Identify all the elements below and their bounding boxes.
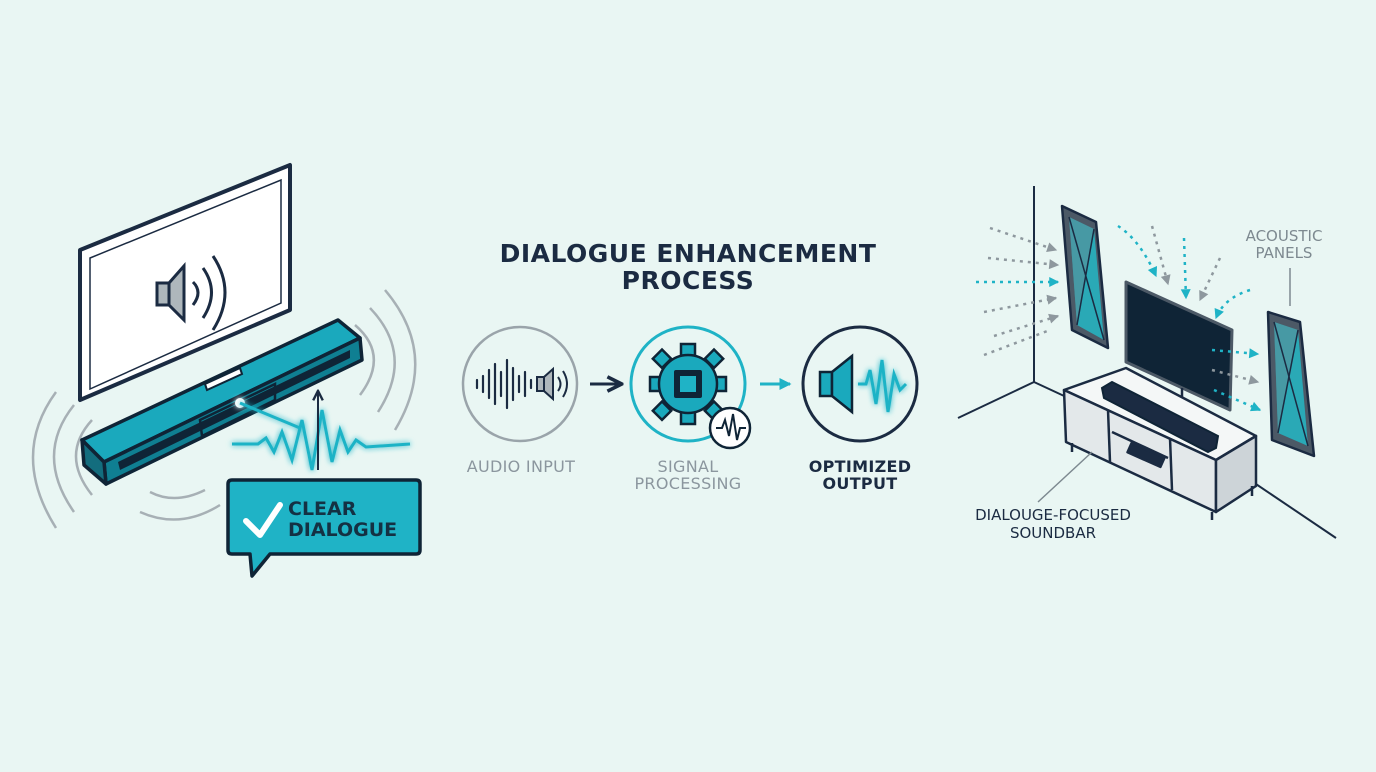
speaker-icon — [155, 255, 227, 331]
step-label-signal-processing: SIGNAL PROCESSING — [634, 457, 742, 494]
sound-waves-right — [354, 289, 417, 431]
dialogue-waveform — [232, 401, 411, 471]
sound-arrows — [976, 224, 1262, 412]
gear-chip-icon — [648, 342, 728, 426]
check-icon — [243, 502, 283, 538]
soundbar — [80, 318, 364, 486]
clear-dialogue-callout — [226, 478, 422, 578]
speaker-wave-icon — [818, 353, 908, 415]
audio-input-node — [461, 325, 579, 443]
room-illustration — [957, 186, 1337, 539]
signal-processing-node — [629, 325, 752, 450]
step-label-optimized-output: OPTIMIZED OUTPUT — [808, 457, 912, 494]
process-flow — [461, 325, 919, 450]
diagram-title: DIALOGUE ENHANCEMENT PROCESS — [499, 239, 877, 295]
mini-waveform-icon — [708, 406, 752, 450]
acoustic-panel-right — [1266, 310, 1316, 458]
soundbar-label: DIALOUGE-FOCUSED SOUNDBAR — [975, 506, 1131, 542]
step-label-audio-input: AUDIO INPUT — [466, 457, 576, 476]
waveform-speaker-icon — [475, 358, 533, 410]
acoustic-panels-label: ACOUSTIC PANELS — [1245, 227, 1323, 263]
tv-soundbar-illustration — [31, 163, 422, 578]
room-soundbar — [1100, 380, 1220, 454]
callout-label: CLEAR DIALOGUE — [288, 498, 398, 541]
acoustic-panel-left — [1060, 204, 1110, 350]
sound-waves-left — [31, 391, 221, 529]
optimized-output-node — [801, 325, 919, 443]
